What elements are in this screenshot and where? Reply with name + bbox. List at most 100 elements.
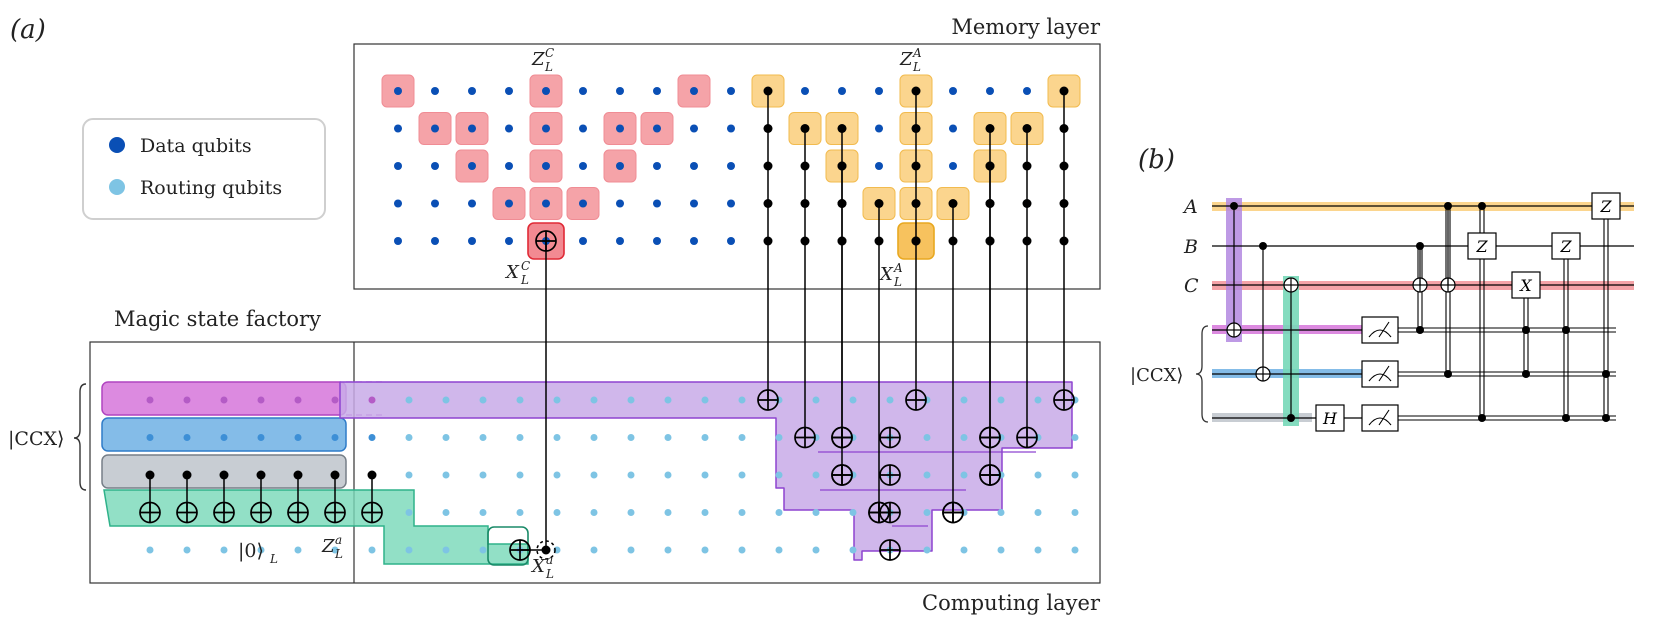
control-dot (1259, 242, 1267, 250)
routing-qubit (738, 434, 746, 441)
routing-qubit (405, 396, 413, 404)
routing-qubit (627, 509, 635, 516)
control-dot (763, 124, 773, 133)
data-qubit (690, 124, 698, 133)
data-qubit (653, 199, 661, 208)
x-gate-box (1511, 271, 1541, 299)
routing-qubit (590, 509, 598, 516)
data-qubit (579, 237, 587, 245)
measure-needle (1378, 321, 1390, 338)
routing-qubit (553, 471, 561, 479)
routing-qubit (997, 509, 1005, 516)
routing-qubit (849, 396, 857, 404)
routing-qubit (590, 396, 598, 404)
routing-qubit (1071, 546, 1079, 554)
control-dot (367, 470, 377, 480)
factory-qubit (146, 434, 154, 441)
routing-qubit (701, 396, 709, 404)
data-qubit (653, 124, 661, 133)
routing-qubit (590, 471, 598, 479)
teal-xl-box (487, 526, 529, 566)
routing-qubit (664, 434, 672, 441)
control-dot (985, 199, 995, 208)
label-xa: X A L (878, 261, 903, 289)
magic-state-factory-title: Magic state factory (114, 307, 321, 331)
data-qubit (727, 199, 735, 208)
data-qubit (579, 162, 587, 170)
routing-qubit (405, 509, 413, 516)
computing-layer-title: Computing layer (922, 591, 1101, 615)
cnot-lines (149, 91, 1065, 551)
control-dot (1522, 370, 1530, 378)
routing-qubit (516, 509, 524, 516)
routing-qubit (331, 546, 339, 554)
routing-qubit (1034, 396, 1042, 404)
label-xa-sub: L (893, 275, 902, 289)
legend: Data qubits Routing qubits (82, 118, 326, 220)
routing-qubit (553, 396, 561, 404)
routing-qubit (553, 509, 561, 516)
routing-qubit (701, 509, 709, 516)
routing-qubit (812, 546, 820, 554)
routing-qubit (701, 546, 709, 554)
h-gate-box (1315, 404, 1345, 432)
data-qubit (690, 87, 698, 95)
routing-qubit (997, 396, 1005, 404)
routing-qubit (405, 434, 413, 441)
data-qubit (505, 124, 513, 133)
factory-qubit (294, 396, 302, 404)
data-qubit (542, 87, 550, 95)
routing-qubit (1034, 509, 1042, 516)
factory-qubit (331, 396, 339, 404)
routing-qubit (923, 434, 931, 441)
data-qubit (431, 124, 439, 133)
control-dot (1287, 414, 1295, 422)
data-qubit (801, 87, 809, 95)
data-qubit (505, 162, 513, 170)
label-zan-main: Z (321, 536, 335, 557)
routing-qubit (1071, 434, 1079, 441)
label-xa-sup: A (893, 261, 903, 275)
routing-qubit (923, 471, 931, 479)
label-zc: Z C L (531, 46, 554, 74)
control-dot (911, 199, 921, 208)
legend-routing-marker (109, 179, 125, 195)
dashed-target (536, 540, 556, 560)
routing-qubit (442, 434, 450, 441)
routing-qubit (553, 434, 561, 441)
routing-qubit (405, 546, 413, 554)
label-za-sub: L (912, 60, 921, 74)
z-gate-3-label: Z (1599, 197, 1612, 216)
control-dot (219, 470, 229, 480)
measure-needle (1378, 409, 1390, 426)
control-dot (837, 124, 847, 133)
control-dot (1059, 236, 1069, 246)
legend-routing-label: Routing qubits (140, 177, 282, 199)
label-xc-main: X (504, 262, 520, 283)
z-gate-1-label: Z (1475, 237, 1488, 256)
data-qubit (653, 162, 661, 170)
control-dot (800, 236, 810, 246)
factory-qubit (220, 396, 228, 404)
legend-data-marker (109, 137, 125, 153)
control-dot (1478, 202, 1486, 210)
control-dot (985, 236, 995, 246)
routing-qubit (738, 471, 746, 479)
wire-b-label: B (1183, 236, 1198, 258)
routing-qubit (442, 509, 450, 516)
data-qubit (579, 199, 587, 208)
control-dot (330, 470, 340, 480)
routing-qubit (590, 434, 598, 441)
routing-qubit (590, 546, 598, 554)
data-qubit (653, 237, 661, 245)
ccx-brace-b (1195, 325, 1209, 423)
routing-qubit (516, 396, 524, 404)
control-dot (293, 470, 303, 480)
control-dot (763, 236, 773, 246)
label-xc-sup: C (521, 259, 530, 273)
data-qubit (542, 124, 550, 133)
data-qubit (394, 199, 402, 208)
data-qubit (468, 87, 476, 95)
panel-b-label: (b) (1138, 145, 1175, 175)
